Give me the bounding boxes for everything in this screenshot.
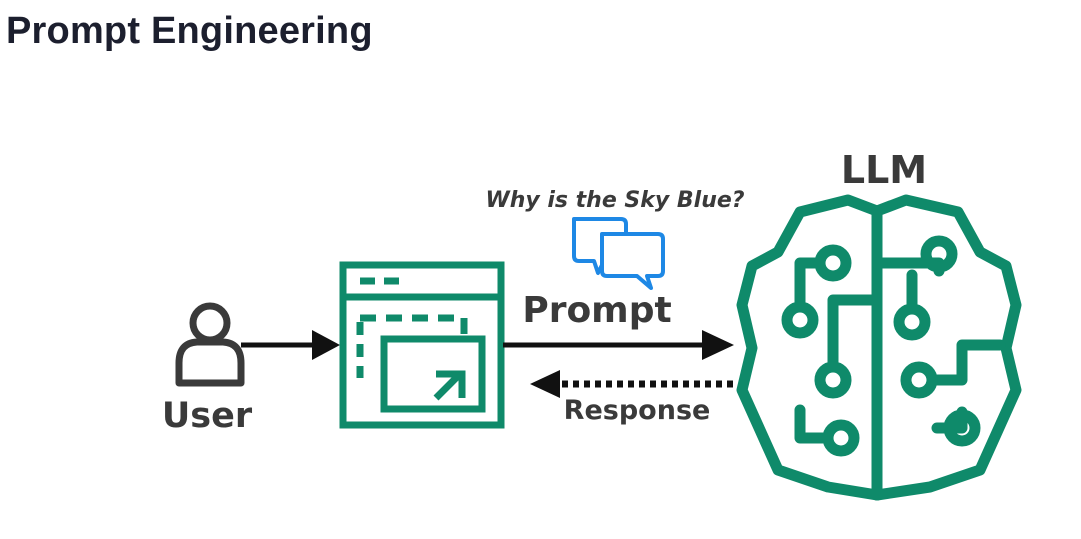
llm-label: LLM xyxy=(841,148,927,192)
brain-circuit-icon xyxy=(736,194,1022,501)
app-window-icon xyxy=(339,261,505,429)
response-label: Response xyxy=(564,395,711,426)
user-icon xyxy=(175,302,245,387)
user-label: User xyxy=(162,396,253,436)
prompt-label: Prompt xyxy=(522,290,671,331)
question-text: Why is the Sky Blue? xyxy=(485,188,744,213)
page-title: Prompt Engineering xyxy=(6,10,373,52)
user-to-app-arrow xyxy=(241,330,340,360)
prompt-arrow xyxy=(503,330,734,360)
response-arrow xyxy=(530,370,733,398)
chat-bubbles-icon xyxy=(572,217,665,290)
